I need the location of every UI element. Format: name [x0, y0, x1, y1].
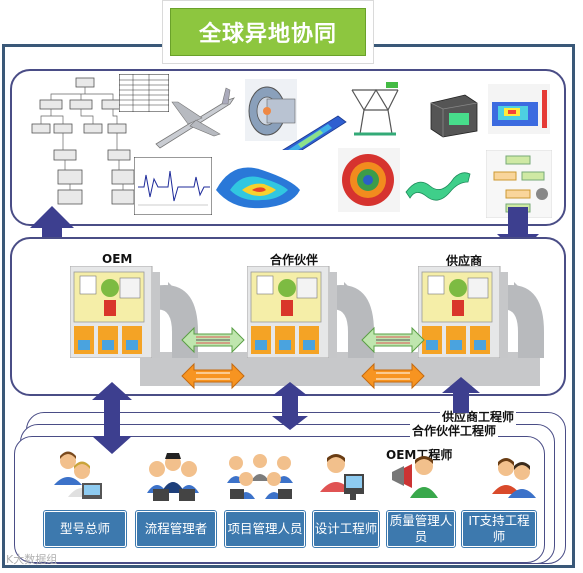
- page-title: 全球异地协同: [170, 8, 366, 56]
- twisted-blade-thumbnail: [405, 172, 471, 201]
- process-flow-thumbnail: [486, 150, 552, 218]
- oem-partner-exchange-arrows: [181, 326, 245, 390]
- supplier-up-arrow-icon: [442, 377, 480, 413]
- airplane-model-thumbnail: [155, 87, 235, 149]
- oem-bidirectional-arrow-icon: [92, 382, 132, 454]
- role-it-support-engineer: IT支持工程师: [461, 510, 537, 548]
- role-process-manager: 流程管理者: [135, 510, 217, 548]
- truss-structure-thumbnail: [351, 82, 399, 136]
- signal-waveform-thumbnail: [134, 157, 212, 215]
- supplier-label: 供应商: [444, 252, 485, 269]
- partner-bidirectional-arrow-icon: [272, 382, 308, 430]
- equipment-cabinet-thumbnail: [430, 94, 478, 138]
- thermal-map-thumbnail: [488, 84, 550, 134]
- upload-arrow-icon: [30, 206, 74, 258]
- combustor-simulation-thumbnail: [212, 150, 304, 218]
- oem-workstation: [70, 266, 160, 358]
- partner-supplier-exchange-arrows: [361, 326, 425, 390]
- role-project-manager: 项目管理人员: [224, 510, 306, 548]
- rotor-simulation-thumbnail: [338, 148, 400, 212]
- process-manager-icon: [147, 453, 199, 501]
- project-manager-icon: [227, 454, 293, 499]
- watermark: K大数据组: [6, 553, 58, 566]
- role-quality-manager: 质量管理人员: [386, 510, 456, 548]
- quality-manager-icon: [392, 456, 438, 498]
- partner-engineer-label: 合作伙伴工程师: [410, 422, 499, 439]
- design-engineer-icon: [320, 454, 364, 500]
- product-structure-tree-thumbnail: [28, 74, 134, 214]
- role-chief-designer: 型号总师: [43, 510, 127, 548]
- chief-designer-icon: [54, 451, 102, 499]
- partner-label: 合作伙伴: [268, 251, 321, 268]
- it-support-icon: [492, 458, 536, 498]
- supplier-workstation: [418, 266, 508, 358]
- oem-engineer-label: OEM工程师: [384, 446, 455, 463]
- partner-workstation: [247, 266, 337, 358]
- oem-label: OEM: [100, 252, 135, 266]
- engine-turbine-thumbnail: [245, 79, 297, 141]
- data-table-thumbnail: [119, 74, 169, 112]
- role-design-engineer: 设计工程师: [312, 510, 380, 548]
